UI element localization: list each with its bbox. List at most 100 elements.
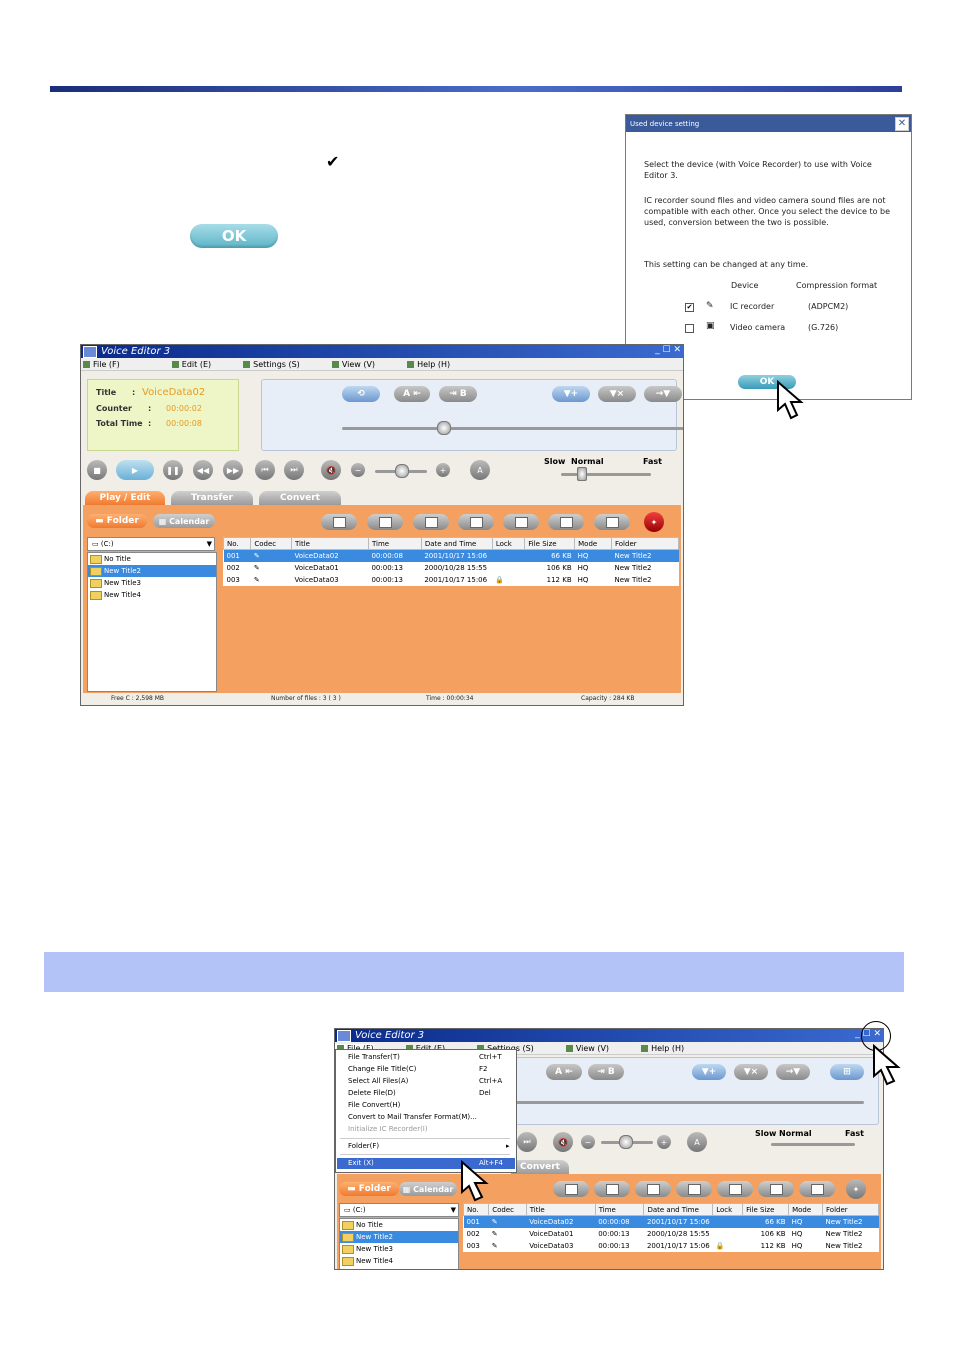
volume-up-button[interactable]: +: [657, 1135, 671, 1149]
menu-edit[interactable]: Edit (E): [170, 360, 211, 369]
app-mascot-icon[interactable]: ✦: [846, 1179, 866, 1199]
previous-button[interactable]: ⏮: [255, 460, 275, 480]
col-no[interactable]: No.: [222, 537, 252, 550]
volume-slider-knob[interactable]: [395, 464, 409, 478]
volume-slider-knob[interactable]: [619, 1135, 633, 1149]
col-codec[interactable]: Codec: [488, 1203, 527, 1216]
pause-button[interactable]: ❚❚: [163, 460, 183, 480]
next-index-button[interactable]: →▼: [776, 1064, 810, 1080]
table-row[interactable]: 002 ✎ VoiceData01 00:00:13 2000/10/28 15…: [464, 1228, 879, 1240]
table-row[interactable]: 001 ✎ VoiceData02 00:00:08 2001/10/17 15…: [463, 1215, 879, 1228]
ok-button-illustration[interactable]: OK: [190, 224, 278, 248]
menu-item-change-title[interactable]: Change File Title(C): [348, 1065, 417, 1073]
col-size[interactable]: File Size: [742, 1203, 790, 1216]
menu-settings[interactable]: Settings (S): [475, 1044, 534, 1053]
close-icon[interactable]: ✕: [895, 116, 909, 131]
volume-down-button[interactable]: −: [351, 463, 365, 477]
table-row[interactable]: 003 ✎ VoiceData03 00:00:13 2001/10/17 15…: [464, 1240, 879, 1252]
tab-convert[interactable]: Convert: [259, 491, 341, 505]
fast-forward-button[interactable]: ▶▶: [223, 460, 243, 480]
menu-help[interactable]: Help (H): [639, 1044, 684, 1053]
play-button[interactable]: ▶: [116, 460, 154, 480]
menu-view[interactable]: View (V): [330, 360, 375, 369]
ab-a-button[interactable]: A ⇤: [546, 1064, 582, 1080]
move-file-button[interactable]: [594, 1181, 630, 1197]
app-mascot-icon[interactable]: ✦: [644, 512, 664, 532]
new-folder-button[interactable]: [413, 514, 449, 530]
folder-button[interactable]: ▬ Folder: [87, 514, 147, 528]
ab-b-button[interactable]: ⇥ B: [588, 1064, 624, 1080]
add-folder-button[interactable]: [676, 1181, 712, 1197]
calendar-button[interactable]: ▦ Calendar: [153, 514, 215, 528]
delete-button[interactable]: [503, 514, 539, 530]
delete-button[interactable]: [717, 1181, 753, 1197]
speed-slider-knob[interactable]: [577, 467, 587, 481]
undo-button[interactable]: [548, 514, 584, 530]
mute-icon[interactable]: 🔇: [321, 460, 341, 480]
col-lock[interactable]: Lock: [712, 1203, 744, 1216]
tab-transfer[interactable]: Transfer: [171, 491, 253, 505]
stop-button[interactable]: ■: [87, 460, 107, 480]
next-index-button[interactable]: →▼: [644, 386, 682, 402]
mute-icon[interactable]: 🔇: [553, 1132, 573, 1152]
folder-item[interactable]: No Title: [340, 1219, 458, 1231]
edit-title-button[interactable]: [594, 514, 630, 530]
add-index-button[interactable]: ▼+: [692, 1064, 726, 1080]
undo-button[interactable]: [758, 1181, 794, 1197]
col-lock[interactable]: Lock: [491, 537, 526, 550]
drive-select[interactable]: ▭ (C:)▼: [339, 1203, 459, 1217]
col-size[interactable]: File Size: [524, 537, 576, 550]
position-slider-knob[interactable]: [437, 421, 451, 435]
split-button[interactable]: ⊞: [830, 1064, 864, 1080]
window-controls[interactable]: _ ☐ ✕: [655, 345, 681, 355]
tab-play-edit[interactable]: Play / Edit: [85, 491, 165, 505]
folder-item[interactable]: New Title4: [88, 589, 216, 601]
next-button[interactable]: ⏭: [517, 1132, 537, 1152]
folder-item[interactable]: New Title4: [340, 1255, 458, 1267]
speed-slider[interactable]: [561, 473, 651, 476]
new-folder-button[interactable]: [635, 1181, 671, 1197]
folder-button[interactable]: ▬ Folder: [339, 1182, 399, 1196]
ab-a-button[interactable]: A ⇤: [394, 386, 430, 402]
col-mode[interactable]: Mode: [574, 537, 612, 550]
col-time[interactable]: Time: [367, 537, 422, 550]
noise-cut-button[interactable]: A: [470, 460, 490, 480]
col-date[interactable]: Date and Time: [643, 1203, 714, 1216]
col-codec[interactable]: Codec: [250, 537, 292, 550]
menu-item-file-convert[interactable]: File Convert(H): [348, 1101, 401, 1109]
col-title[interactable]: Title: [525, 1203, 596, 1216]
folder-item[interactable]: New Title2: [340, 1231, 458, 1243]
menu-settings[interactable]: Settings (S): [241, 360, 300, 369]
menu-item-file-transfer[interactable]: File Transfer(T): [348, 1053, 400, 1061]
add-index-button[interactable]: ▼+: [552, 386, 590, 402]
menu-file[interactable]: File (F): [81, 360, 120, 369]
position-slider[interactable]: [516, 1101, 864, 1104]
col-date[interactable]: Date and Time: [420, 537, 493, 550]
folder-item[interactable]: New Title2: [88, 565, 216, 577]
noise-cut-button[interactable]: A: [687, 1132, 707, 1152]
repeat-button[interactable]: ⟲: [342, 386, 380, 402]
menu-item-select-all[interactable]: Select All Files(A): [348, 1077, 409, 1085]
col-folder[interactable]: Folder: [822, 1203, 879, 1216]
menu-item-exit[interactable]: Exit (X): [348, 1159, 374, 1167]
menu-edit[interactable]: Edit (E): [404, 1044, 445, 1053]
delete-index-button[interactable]: ▼×: [598, 386, 636, 402]
folder-item[interactable]: No Title: [88, 553, 216, 565]
tab-convert[interactable]: Convert: [511, 1160, 569, 1174]
rewind-button[interactable]: ◀◀: [193, 460, 213, 480]
file-info-button[interactable]: [553, 1181, 589, 1197]
calendar-button[interactable]: ▦ Calendar: [399, 1182, 457, 1196]
folder-item[interactable]: New Title3: [340, 1243, 458, 1255]
menu-item-convert-mail[interactable]: Convert to Mail Transfer Format(M)...: [348, 1113, 477, 1121]
menu-item-delete-file[interactable]: Delete File(D): [348, 1089, 396, 1097]
ab-b-button[interactable]: ⇥ B: [439, 386, 477, 402]
table-row[interactable]: 001 ✎ VoiceData02 00:00:08 2001/10/17 15…: [223, 549, 679, 562]
col-mode[interactable]: Mode: [788, 1203, 824, 1216]
speed-slider[interactable]: [771, 1143, 855, 1146]
menu-item-folder[interactable]: Folder(F): [348, 1142, 380, 1150]
col-folder[interactable]: Folder: [611, 537, 679, 550]
folder-item[interactable]: New Title3: [88, 577, 216, 589]
table-row[interactable]: 003 ✎ VoiceData03 00:00:13 2001/10/17 15…: [224, 574, 679, 586]
file-info-button[interactable]: [321, 514, 357, 530]
menu-file[interactable]: File (F): [335, 1043, 374, 1053]
